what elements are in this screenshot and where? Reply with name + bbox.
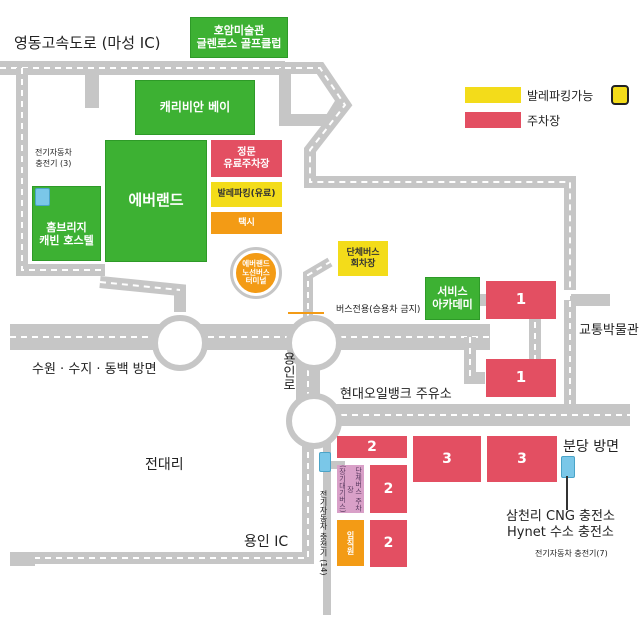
legend-valet-swatch bbox=[465, 87, 521, 103]
ev-charger-14-icon bbox=[319, 452, 331, 472]
label-bundang: 분당 방면 bbox=[563, 439, 619, 455]
parking-lot-3b[interactable]: 3 bbox=[487, 436, 557, 482]
taxi-stand[interactable]: 택시 bbox=[211, 212, 282, 234]
ev-charger-3-icon bbox=[35, 188, 50, 206]
place-hoam[interactable]: 호암미술관 글렌로스 골프클럽 bbox=[190, 17, 288, 58]
parking-lot-2b[interactable]: 2 bbox=[370, 465, 407, 513]
legend-parking-label: 주차장 bbox=[527, 114, 561, 128]
legend-parking-swatch bbox=[465, 112, 521, 128]
roundabout-center bbox=[286, 315, 342, 371]
road-yongin-ic bbox=[10, 415, 314, 564]
label-cng-charging: 삼천리 CNG 충전소 Hynet 수소 충전소 bbox=[506, 509, 615, 540]
label-suwon: 수원 · 수지 · 동백 방면 bbox=[32, 362, 157, 377]
roundabout-south bbox=[286, 393, 342, 449]
parking-lot-1a[interactable]: 1 bbox=[486, 281, 556, 319]
place-service-academy[interactable]: 서비스 아카데미 bbox=[425, 277, 480, 320]
label-yongin-ic: 용인 IC bbox=[244, 534, 289, 550]
group-bus-turnaround[interactable]: 단체버스 회차장 bbox=[338, 241, 388, 276]
label-hyundai-oil: 현대오일뱅크 주유소 bbox=[340, 387, 452, 402]
legend-valet-label: 발레파킹가능 bbox=[527, 89, 594, 103]
parking-main-gate[interactable]: 정문 유료주차장 bbox=[211, 140, 282, 177]
place-everland[interactable]: 에버랜드 bbox=[105, 140, 207, 262]
parking-valet-paid[interactable]: 발레파킹(유료) bbox=[211, 182, 282, 207]
parking-group-bus[interactable]: 단체버스 주차장 (장기대기버스) bbox=[337, 465, 364, 513]
label-traffic-museum: 교통박물관 bbox=[579, 323, 639, 338]
legend: 발레파킹가능 주차장 bbox=[465, 85, 635, 135]
parking-lot-2a[interactable]: 2 bbox=[337, 436, 407, 458]
place-caribbean-bay[interactable]: 캐리비안 베이 bbox=[135, 80, 255, 135]
parking-lot-3a[interactable]: 3 bbox=[413, 436, 481, 482]
label-yongin-ro: 용인로 bbox=[280, 352, 295, 391]
ev-charger-7-pointer bbox=[566, 476, 568, 510]
label-ev-charger-3: 전기자동차 충전기 (3) bbox=[35, 148, 72, 168]
roundabout-west bbox=[152, 315, 208, 371]
bus-only-marker bbox=[288, 312, 324, 314]
label-ev-charger-14: 전기자동차 충전기 (14) bbox=[319, 490, 328, 576]
road-hostel-link bbox=[99, 276, 186, 312]
label-ev-charger-7: 전기자동차 충전기(7) bbox=[535, 549, 608, 558]
parking-lot-1b[interactable]: 1 bbox=[486, 359, 556, 397]
label-jeondae: 전대리 bbox=[145, 457, 184, 473]
label-yeongdong: 영동고속도로 (마성 IC) bbox=[14, 34, 161, 52]
label-bus-only: 버스전용(승용차 금지) bbox=[336, 305, 421, 315]
parking-employee[interactable]: 임직원 bbox=[337, 520, 364, 566]
parking-lot-2c[interactable]: 2 bbox=[370, 520, 407, 567]
bus-terminal[interactable]: 에버랜드 노선버스 터미널 bbox=[230, 247, 282, 299]
ev-charger-7-icon bbox=[561, 456, 575, 478]
car-key-icon bbox=[611, 85, 629, 105]
